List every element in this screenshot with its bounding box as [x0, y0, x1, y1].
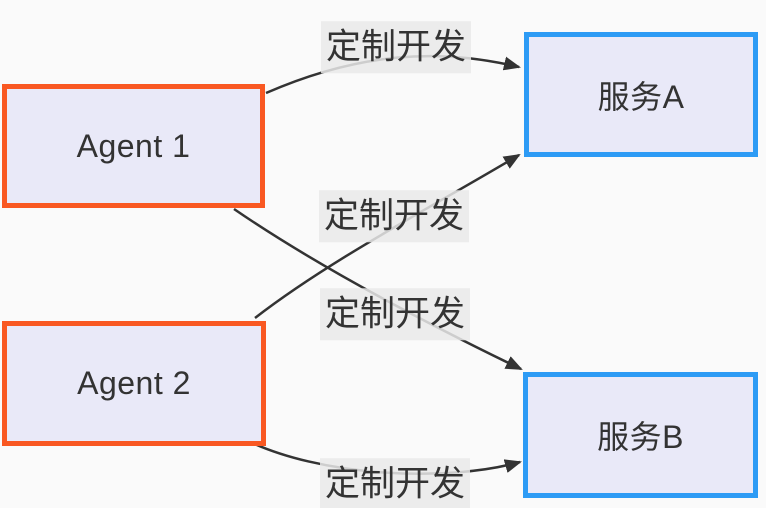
node-service-a-label: 服务A	[597, 78, 685, 115]
node-agent-2-label: Agent 2	[77, 365, 191, 401]
edge-label-agent1-serviceA: 定制开发	[320, 21, 472, 73]
node-agent-1: Agent 1	[2, 84, 265, 208]
node-service-b: 服务B	[523, 372, 758, 498]
edge-label-agent2-serviceA: 定制开发	[318, 190, 470, 242]
node-agent-2: Agent 2	[2, 321, 266, 446]
edge-label-agent1-serviceB: 定制开发	[319, 288, 471, 340]
node-service-a: 服务A	[524, 32, 758, 157]
edge-label-agent2-serviceB: 定制开发	[319, 458, 471, 508]
node-service-b-label: 服务B	[597, 419, 684, 455]
node-agent-1-label: Agent 1	[76, 127, 191, 164]
